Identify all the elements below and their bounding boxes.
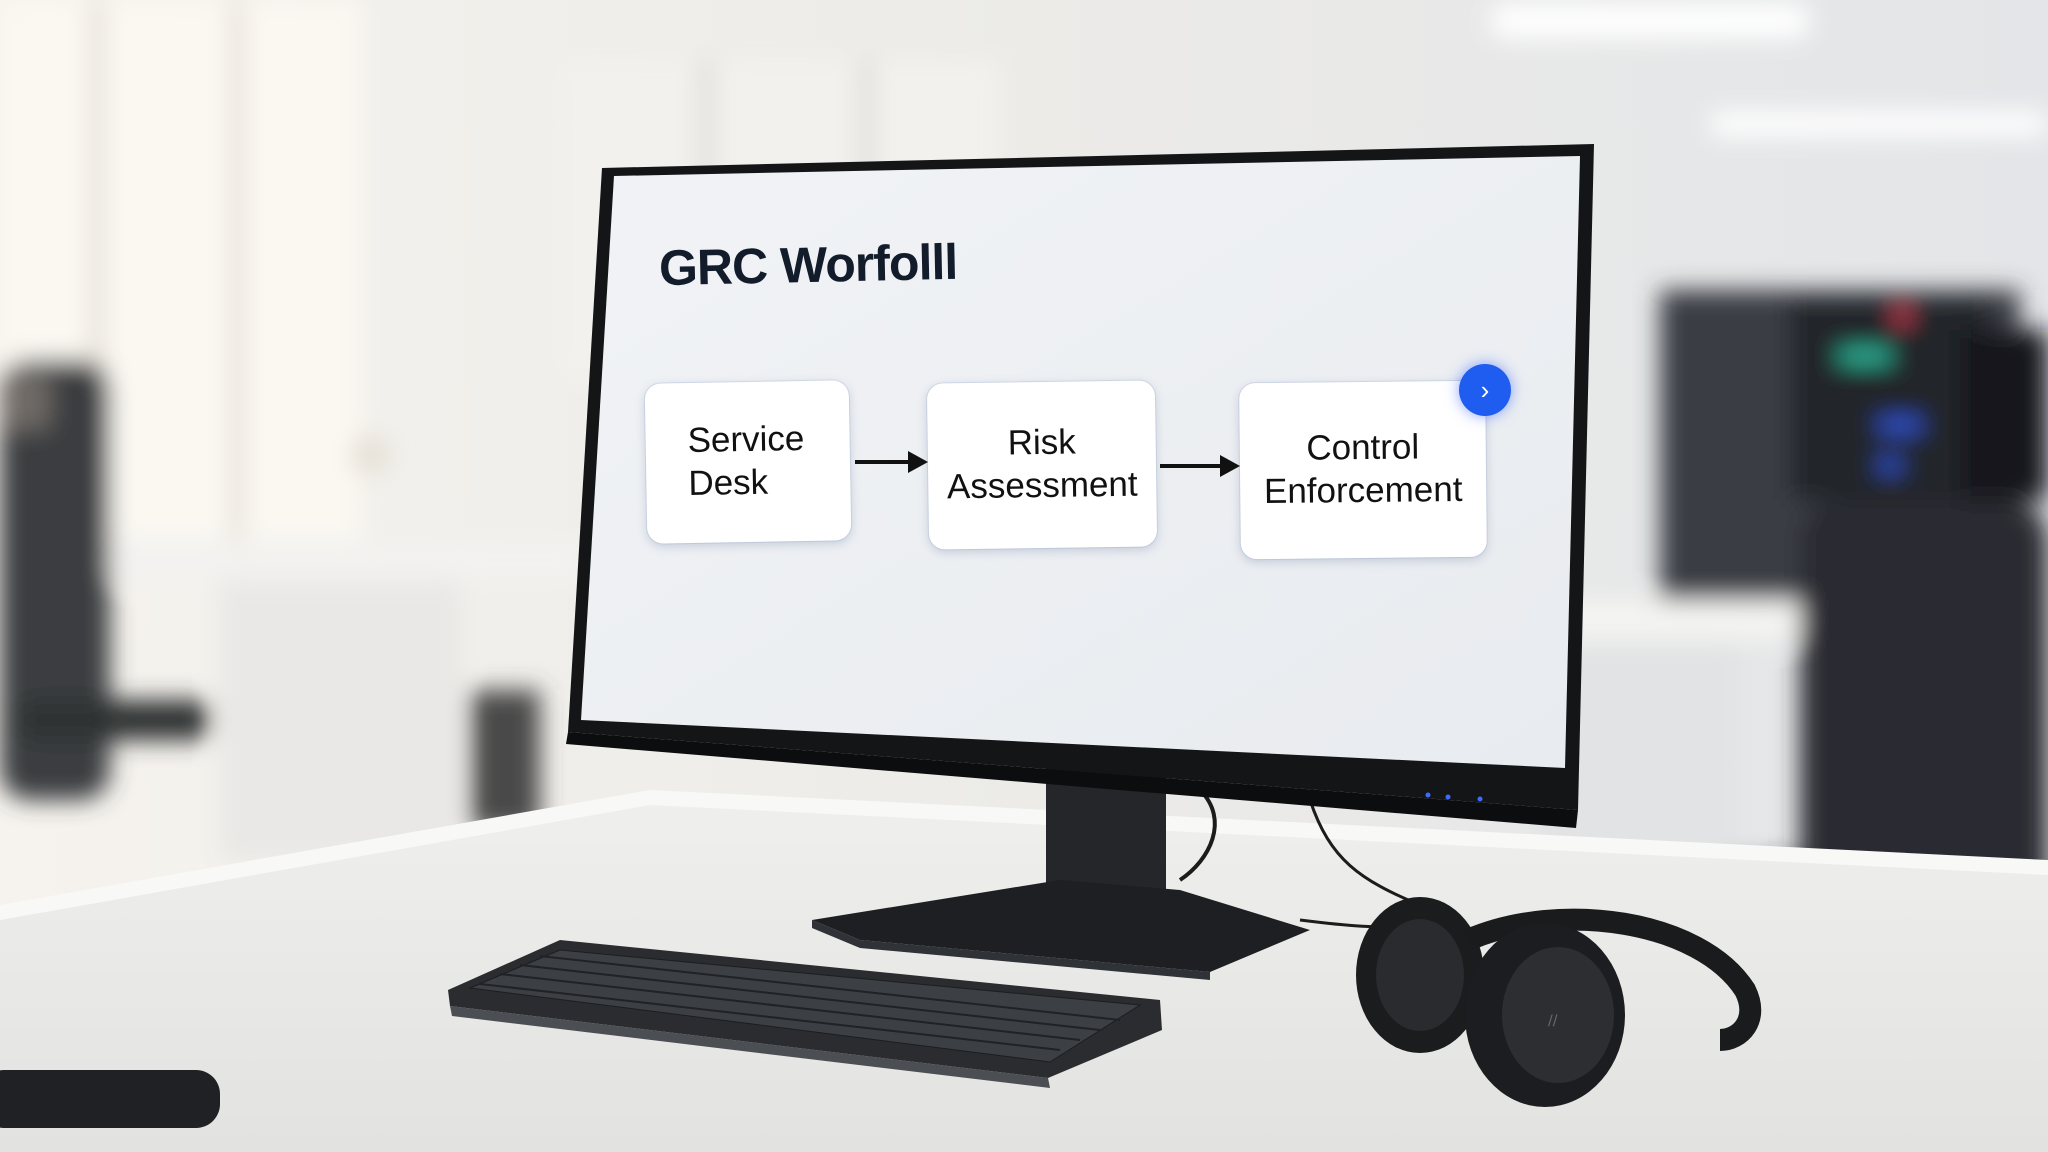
step-label-line2: Assessment bbox=[946, 464, 1138, 507]
workflow-step-control-enforcement[interactable]: Control Enforcement bbox=[1239, 380, 1487, 560]
step-label-line1: Service bbox=[687, 419, 805, 461]
svg-text://: // bbox=[1548, 1013, 1558, 1029]
step-label-line1: Control bbox=[1306, 427, 1420, 468]
arrow-step1-to-step2 bbox=[855, 451, 928, 473]
step-label-line2: Desk bbox=[688, 462, 769, 504]
step-label-line1: Risk bbox=[1007, 422, 1076, 463]
next-button[interactable]: › bbox=[1459, 364, 1511, 416]
arrow-step2-to-step3 bbox=[1160, 455, 1240, 477]
workflow-step-service-desk[interactable]: Service Desk bbox=[644, 380, 852, 544]
chevron-right-icon: › bbox=[1480, 374, 1490, 405]
step-label-line2: Enforcement bbox=[1263, 469, 1463, 512]
page-title: GRC Worfolll bbox=[658, 233, 958, 297]
workflow-step-risk-assessment[interactable]: Risk Assessment bbox=[926, 380, 1158, 550]
